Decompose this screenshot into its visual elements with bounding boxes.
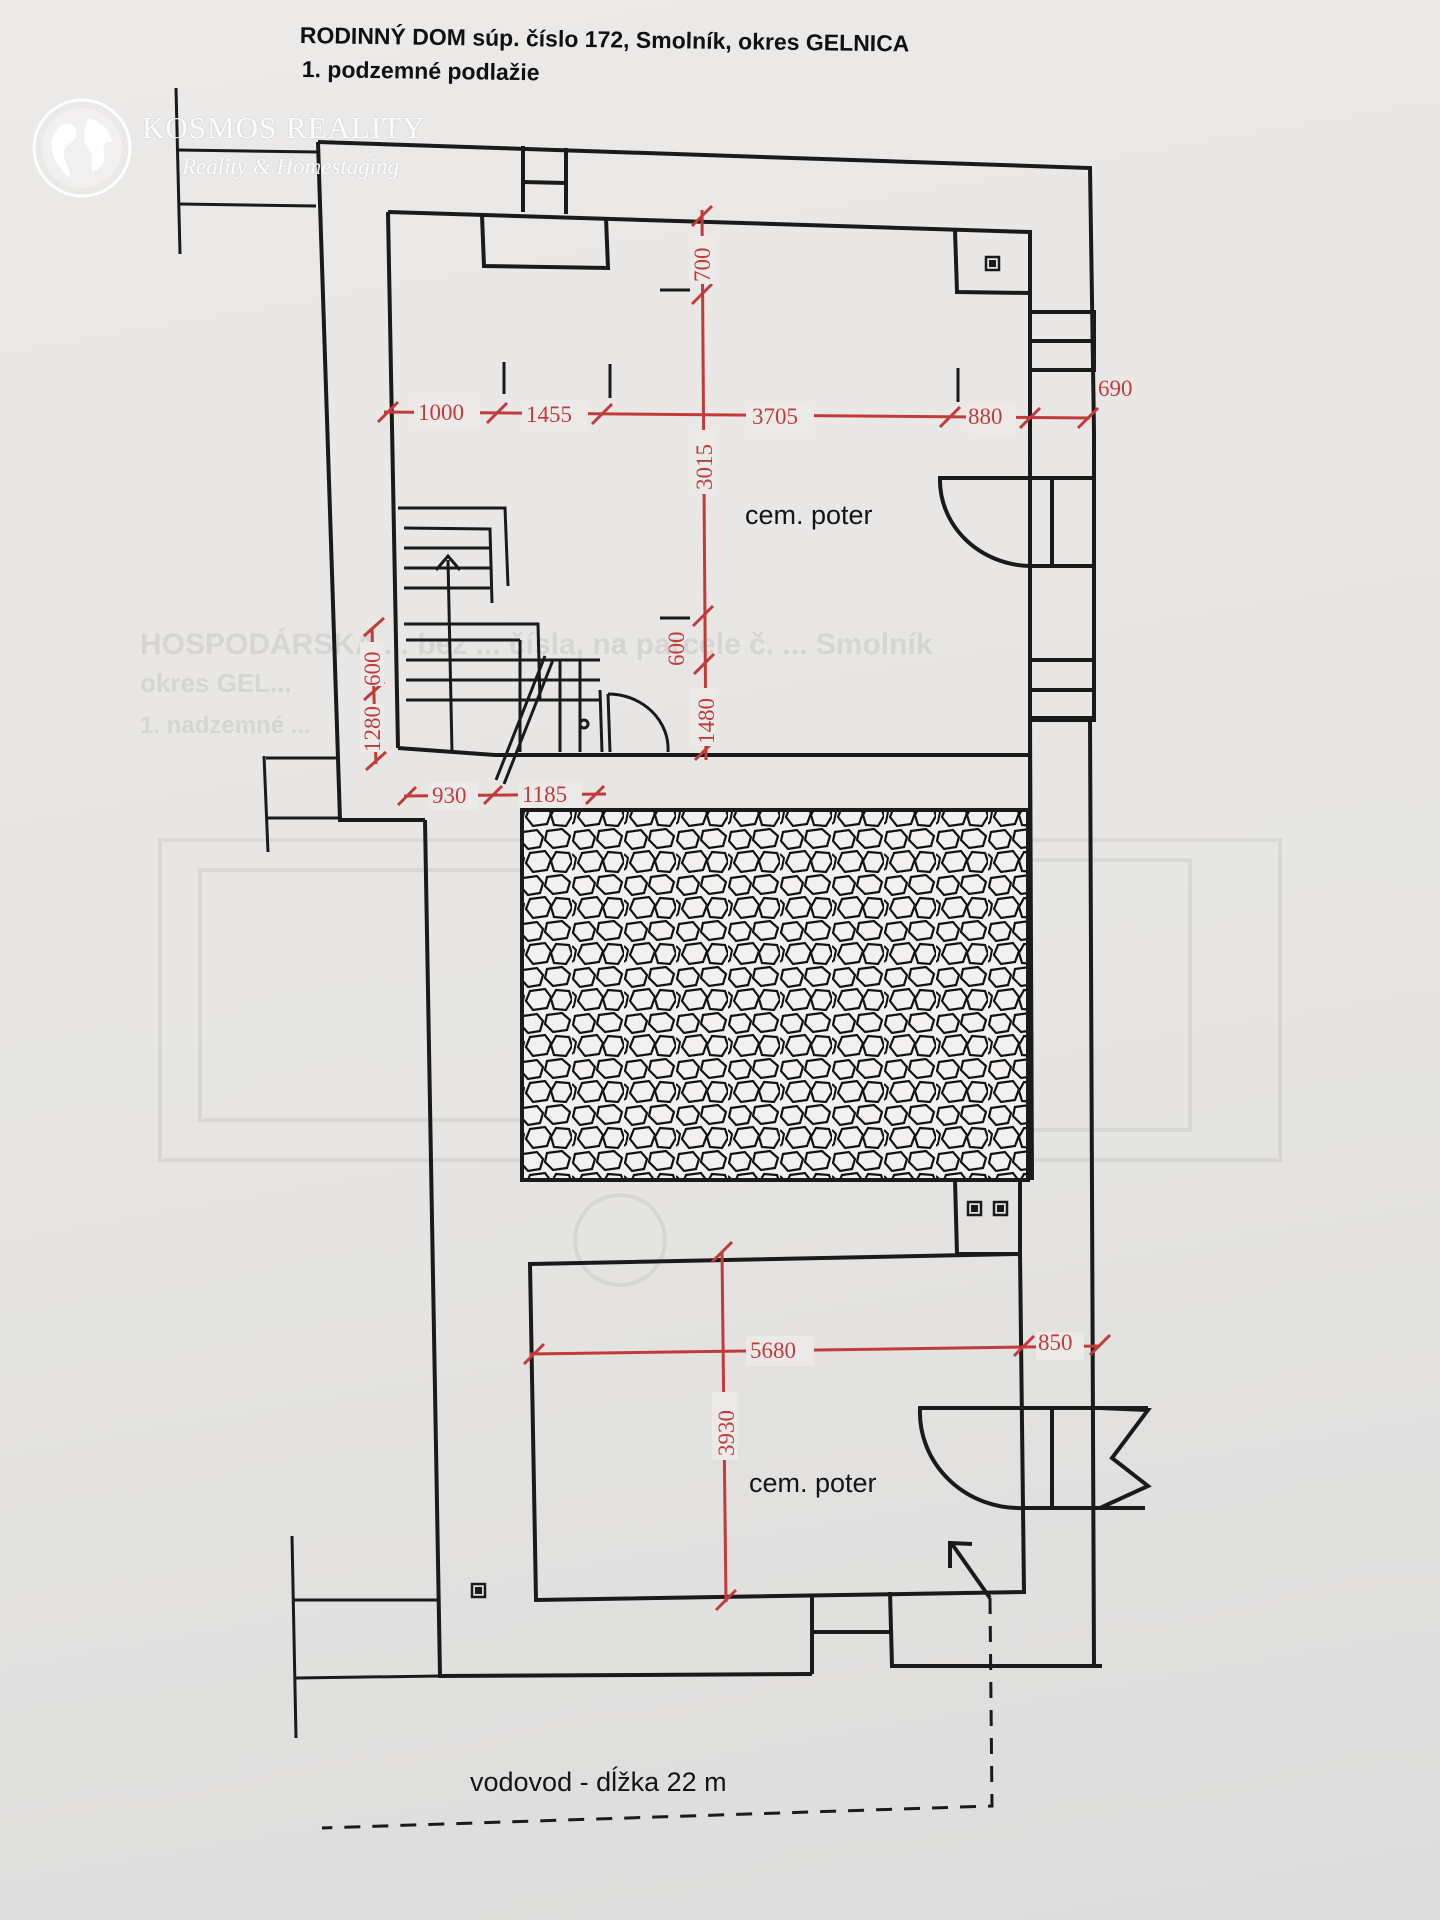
dimension-label-bg [360, 236, 1084, 1460]
vent-icon-3 [992, 1200, 1009, 1217]
dim-1280: 1280 [360, 706, 385, 752]
dim-880: 880 [968, 404, 1003, 429]
dimension-labels: 1000 1455 3705 880 690 850 5680 930 1185… [360, 248, 1133, 1457]
dim-3015: 3015 [692, 444, 717, 490]
vent-icon-4 [470, 1582, 487, 1599]
room-label-top: cem. poter [745, 500, 873, 530]
watermark-logo: KOSMOS REALITY Reality & Homestaging [30, 96, 470, 206]
dim-1455: 1455 [526, 402, 572, 427]
room-label-bottom: cem. poter [749, 1468, 877, 1498]
walls-top [316, 140, 1096, 822]
neighbour-walls [174, 87, 441, 1739]
globe-icon [32, 98, 132, 198]
vent-icon-2 [966, 1200, 983, 1217]
watermark-tagline: Reality & Homestaging [182, 154, 400, 179]
tick-marks-top [502, 288, 960, 620]
dim-1185: 1185 [522, 782, 567, 807]
dim-1480: 1480 [694, 698, 719, 744]
bleed-through-line2: okres GEL... [140, 668, 292, 698]
dim-3930: 3930 [714, 1410, 739, 1456]
dim-600-top: 600 [664, 632, 689, 667]
water-line [321, 1597, 994, 1830]
dim-1000: 1000 [418, 400, 464, 425]
staircase [398, 506, 670, 785]
water-line-label: vodovod - dĺžka 22 m [470, 1766, 727, 1797]
dim-600-left: 600 [360, 652, 385, 687]
dim-700: 700 [690, 248, 715, 283]
room-labels: cem. poter cem. poter [745, 500, 877, 1498]
watermark-name: KOSMOS REALITY [142, 110, 426, 145]
bleed-through-line3: 1. nadzemné ... [140, 712, 311, 739]
dim-850: 850 [1038, 1330, 1073, 1355]
stone-floor-area [520, 808, 1030, 1182]
dim-690: 690 [1098, 376, 1133, 401]
dim-930: 930 [432, 783, 467, 808]
dim-5680: 5680 [750, 1338, 796, 1363]
dim-3705: 3705 [752, 404, 798, 429]
bleed-through-line1: HOSPODÁRSKA ... bez ... čísla, na parcel… [140, 628, 933, 661]
vent-icon-1 [984, 255, 1001, 272]
